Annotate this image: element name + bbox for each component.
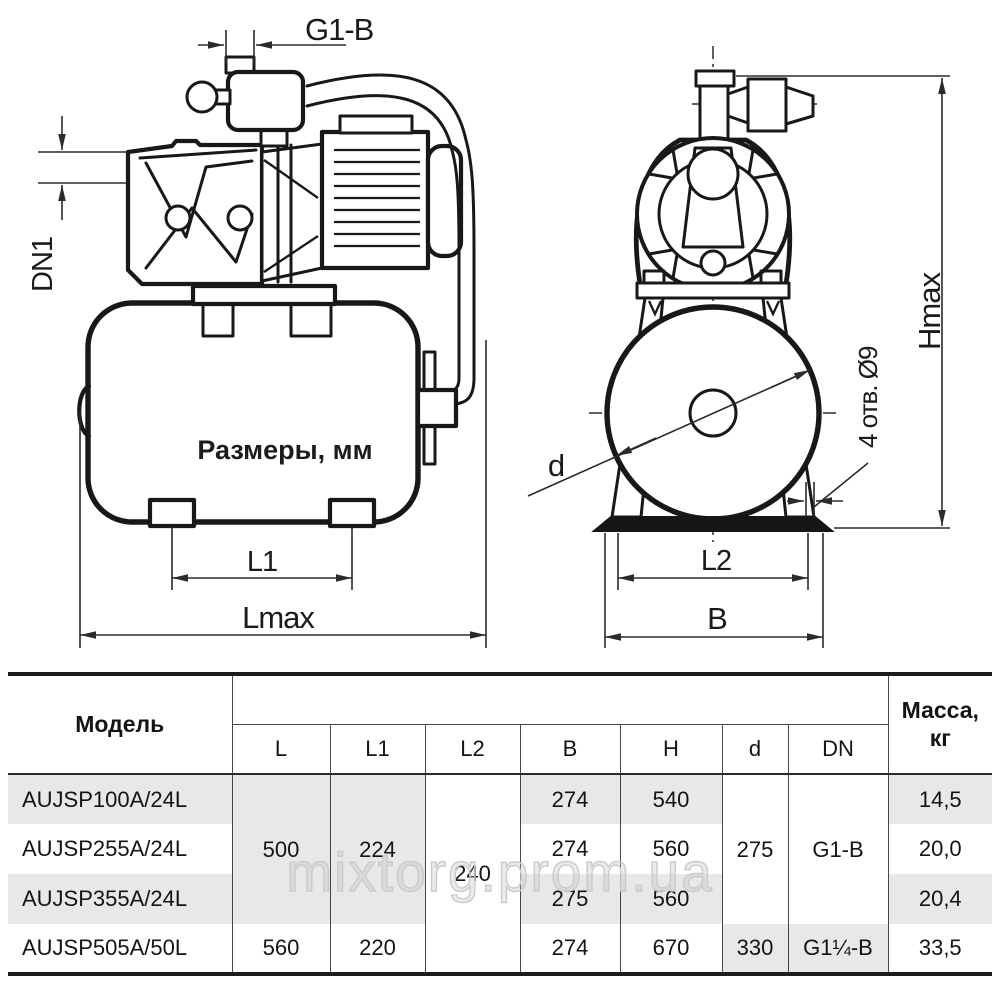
hose-inner (305, 94, 461, 393)
dim-hmax: Hmax (736, 75, 950, 529)
label-lmax: Lmax (242, 600, 315, 635)
cell-mass-1: 14,5 (887, 773, 993, 824)
cell-L-4: 560 (231, 924, 330, 974)
tank-left-port (77, 383, 92, 439)
cell-L1-4: 220 (329, 924, 425, 974)
cell-B-1: 274 (519, 773, 620, 824)
cell-H-4: 670 (619, 924, 722, 974)
motor-body (319, 129, 431, 271)
front-pipe-cap (694, 69, 736, 88)
dim-b: B (604, 533, 824, 648)
label-dn1: DN1 (27, 237, 59, 292)
dim-dn1: DN1 (27, 116, 66, 292)
table-row: AUJSP255A/24L 274 560 20,0 (8, 824, 993, 874)
header-col-H: H (619, 724, 722, 774)
outlet-channel (276, 143, 293, 284)
dim-lmax: Lmax (79, 340, 487, 648)
cell-mass-4: 33,5 (887, 924, 993, 974)
pump-head-line (138, 148, 258, 160)
bracket-leg-right (289, 302, 333, 338)
filler-plug (686, 147, 740, 201)
label-l1: L1 (247, 546, 277, 578)
cell-L2-merged: 240 (424, 773, 520, 974)
cell-model-4: AUJSP505A/50L (22, 935, 188, 960)
header-col-L1: L1 (329, 724, 425, 774)
label-hmax: Hmax (912, 272, 947, 350)
header-mass: Масса, кг (887, 674, 993, 774)
tank-foot-left (147, 497, 197, 529)
tank-foot-right (327, 497, 377, 529)
base-plate (591, 516, 835, 532)
label-holes: 4 отв. Ø9 (853, 346, 883, 448)
pressure-tank (85, 300, 421, 525)
table-row: AUJSP100A/24L 500 224 240 274 540 275 G1… (8, 773, 993, 974)
pump-head-bolt-right (226, 204, 254, 232)
motor-fins (334, 148, 420, 248)
cell-DN-merged: G1-B (787, 773, 889, 924)
tank-fitting (415, 387, 459, 429)
header-mass-line1: Масса, (901, 696, 979, 723)
cell-model-1: AUJSP100A/24L (8, 773, 232, 824)
table-row: AUJSP505A/50L 560 220 274 670 330 G1¼-B … (8, 924, 993, 974)
pressure-switch (225, 69, 306, 133)
dim-g1b: G1-B (198, 12, 375, 64)
inlet-pipe-lines (38, 151, 126, 184)
label-l2: L2 (701, 545, 731, 577)
spec-table: Модель Масса, кг L L1 L2 B H d DN AUJSP1… (8, 672, 993, 976)
cell-L-merged: 500 (231, 773, 330, 924)
front-switch-box (746, 77, 788, 133)
cell-d-4: 330 (721, 924, 788, 974)
tank-flange-bottom (422, 424, 437, 466)
label-g1b: G1-B (305, 12, 374, 47)
label-d: d (548, 448, 564, 483)
cell-d-merged: 275 (721, 773, 788, 924)
cell-B-3: 275 (519, 874, 620, 924)
cell-DN-4: G1¼-B (787, 924, 889, 974)
cell-model-3: AUJSP355A/24L (8, 874, 232, 924)
bracket-leg-left (201, 302, 235, 338)
dimensions-title: Размеры, мм (197, 435, 372, 465)
pump-head-bolt-left (164, 204, 192, 232)
pump-dimension-drawing: Размеры, мм G1-B DN1 L1 Lmax (27, 12, 950, 648)
front-switch-cone (784, 85, 815, 126)
table-row: AUJSP355A/24L 275 560 20,4 (8, 874, 993, 924)
header-col-d: d (721, 724, 788, 774)
pressure-gauge (185, 80, 219, 114)
cell-L1-merged: 224 (329, 773, 425, 924)
front-pipe (698, 84, 730, 142)
cell-mass-3: 20,4 (887, 874, 993, 924)
bracket-plate (190, 283, 338, 307)
front-switch-link (726, 85, 750, 125)
pump-head-zigzag-bottom (144, 206, 254, 270)
dim-l1: L1 (171, 527, 353, 590)
pump-head-zigzag-top (144, 159, 254, 239)
tank-flange-top (422, 350, 437, 392)
drain-plug (699, 249, 727, 277)
dim-l2: L2 (617, 533, 809, 590)
cell-H-2: 560 (619, 824, 722, 874)
header-col-DN: DN (787, 724, 889, 774)
cell-H-1: 540 (619, 773, 722, 824)
cell-model-2: AUJSP255A/24L (22, 836, 188, 861)
header-mass-line2: кг (929, 724, 951, 751)
dim-holes: 4 отв. Ø9 (787, 346, 883, 516)
motor-end-cap (425, 143, 464, 259)
header-col-B: B (519, 724, 620, 774)
cell-B-4: 274 (519, 924, 620, 974)
hose-outer (305, 73, 476, 406)
cell-H-3: 560 (619, 874, 722, 924)
cell-B-2: 274 (519, 824, 620, 874)
cell-mass-2: 20,0 (887, 824, 993, 874)
header-col-L: L (231, 724, 330, 774)
front-bracket (635, 281, 791, 300)
strut-notches (647, 300, 781, 317)
pump-side-view: Размеры, мм G1-B DN1 L1 Lmax (27, 12, 487, 648)
header-model: Модель (75, 711, 165, 737)
label-b: B (707, 601, 727, 636)
dim-d: d (527, 369, 811, 497)
motor-top-box (338, 114, 414, 135)
header-dims-group (231, 674, 889, 725)
pump-front-view: d 4 отв. Ø9 Hmax L2 B (527, 46, 950, 648)
header-col-L2: L2 (424, 724, 520, 774)
